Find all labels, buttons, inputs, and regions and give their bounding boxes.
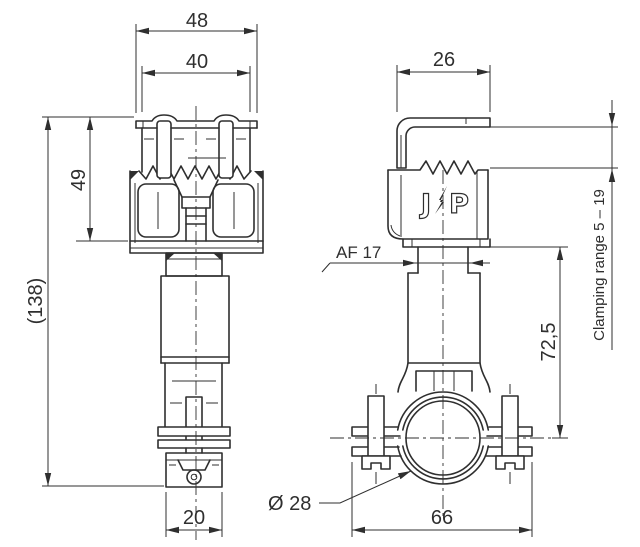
- side-body: [387, 160, 491, 248]
- dim-49-label: 49: [68, 169, 90, 191]
- dim-front-bottom-width: 20: [165, 492, 223, 537]
- dim-af17-label: AF 17: [336, 243, 381, 262]
- bolt-head-left: [361, 455, 391, 470]
- dim-front-inner-width: 40: [141, 51, 251, 112]
- dim-clamping-range-label: Clamping range 5 – 19: [591, 189, 608, 341]
- front-view-drawing: [129, 106, 264, 540]
- dim-side-across-flats: AF 17: [321, 243, 490, 273]
- dim-40-label: 40: [186, 51, 208, 73]
- dim-72-5-label: 72,5: [538, 323, 560, 362]
- dim-dia-28-label: Ø 28: [268, 493, 311, 515]
- side-view-drawing: J P: [330, 117, 568, 520]
- cap-pins: [156, 120, 234, 179]
- dim-138-label: (138): [25, 278, 47, 325]
- cap-knurled-block: [129, 165, 264, 243]
- mounting-bracket: [396, 117, 491, 169]
- pipe-clamp: [351, 362, 533, 485]
- dim-front-overall-width: 48: [135, 10, 258, 113]
- clamp-bolt-left: [367, 395, 385, 457]
- brand-logo: J P: [418, 186, 469, 221]
- dim-pipe-diameter: Ø 28: [268, 470, 412, 515]
- dim-side-clamp-width: 66: [351, 462, 533, 537]
- side-shaft: [407, 246, 481, 364]
- dim-48-label: 48: [186, 10, 208, 32]
- dim-20-label: 20: [183, 507, 205, 529]
- gland-body: [129, 240, 264, 428]
- lightning-bolt-icon: [435, 186, 447, 214]
- clamp-bolt-right: [501, 395, 519, 457]
- dim-front-cap-height: 49: [42, 116, 134, 242]
- dim-front-overall-height: (138): [25, 117, 164, 487]
- logo-letter-p: P: [449, 189, 469, 220]
- dim-66-label: 66: [431, 507, 453, 529]
- bolt-head-right: [495, 455, 525, 470]
- dim-side-axis-height: 72,5: [490, 246, 568, 439]
- logo-letter-j: J: [419, 189, 431, 220]
- clamp-stack-front: [157, 396, 231, 488]
- dim-side-bracket-width: 26: [396, 49, 491, 112]
- dim-clamping-range: Clamping range 5 – 19: [490, 100, 618, 350]
- dimension-annotations: 48 40 49 (138) 20 26: [25, 10, 618, 537]
- dim-26-label: 26: [433, 49, 455, 71]
- cap-top-plate: [135, 114, 258, 173]
